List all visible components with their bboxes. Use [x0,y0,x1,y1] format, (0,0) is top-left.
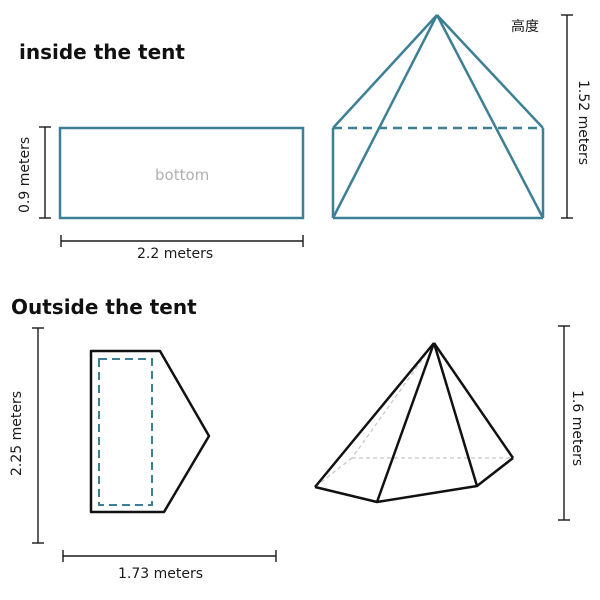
outside-tent-heading: Outside the tent [11,295,197,319]
inside-tent-pyramid [331,14,545,220]
outside-height-label: 2.25 meters [9,390,25,476]
inside-depth-dimension-line [39,126,51,219]
inside-width-label: 2.2 meters [137,246,214,262]
inside-depth-label: 0.9 meters [17,136,33,213]
inside-base-label: bottom [155,166,210,184]
outside-tent-pyramid-hidden-edges [314,342,513,488]
outside-pyramid-height-label: 1.6 meters [569,390,585,467]
outside-width-dimension-line [62,550,277,562]
inside-base-rect [58,126,305,220]
outside-base-pentagon [89,349,211,514]
inside-height-label: 1.52 meters [575,80,591,166]
outside-tent-pyramid [314,342,515,504]
inside-width-dimension-line [60,235,304,247]
outside-pyramid-height-dimension-line [558,325,570,521]
outside-base-inner-rect [98,358,153,506]
outside-width-label: 1.73 meters [118,566,204,582]
inside-height-caption: 高度 [511,19,539,35]
inside-height-dimension-line [561,14,573,219]
inside-tent-heading: inside the tent [19,40,185,64]
outside-height-dimension-line [32,327,44,544]
